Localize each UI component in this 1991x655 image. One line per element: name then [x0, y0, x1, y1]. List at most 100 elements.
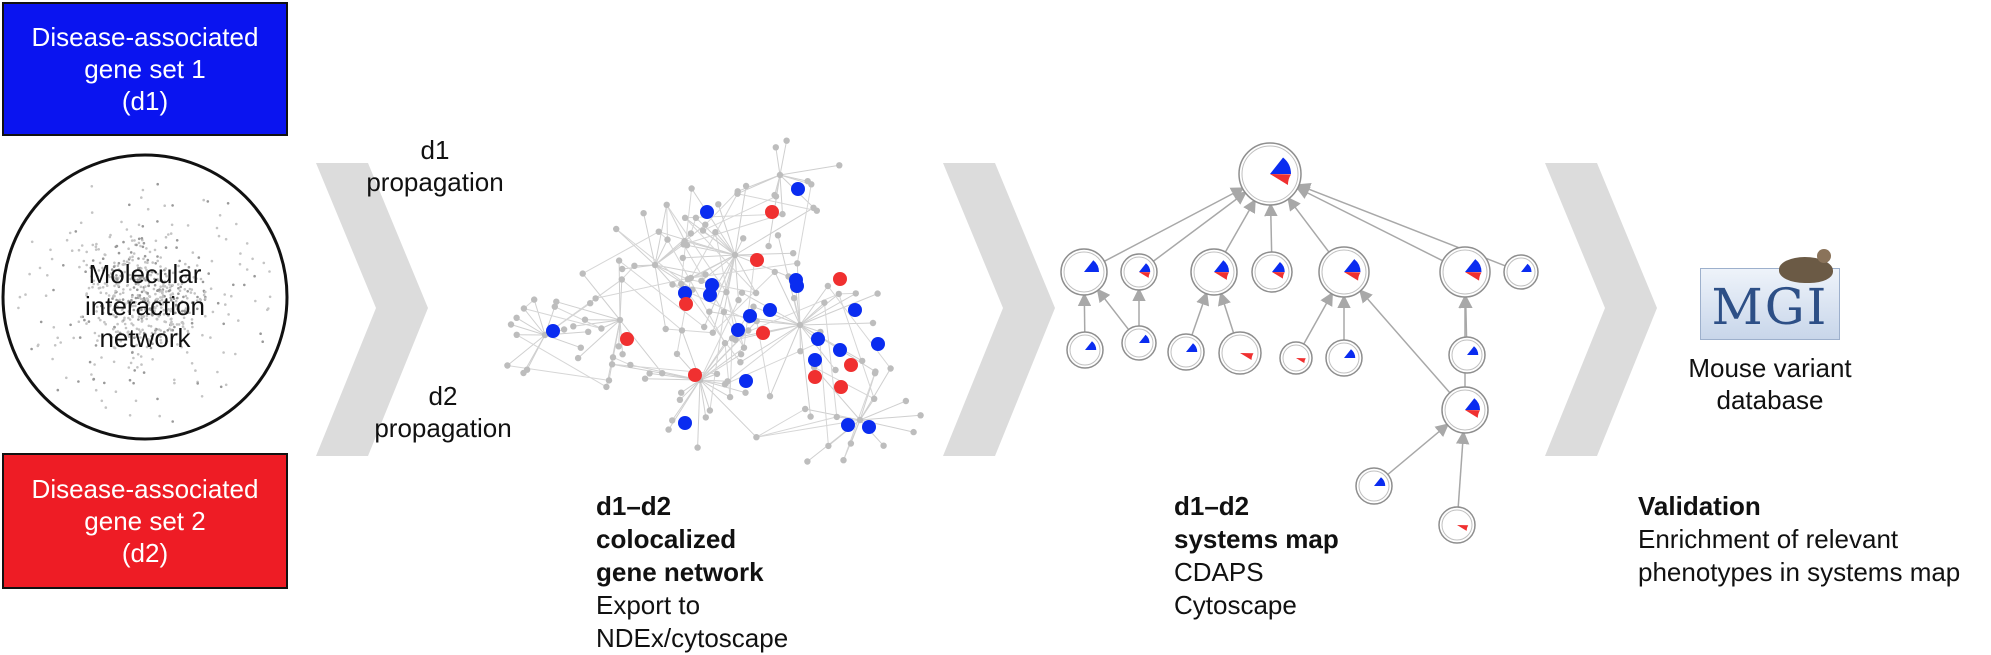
gene-node [682, 215, 688, 221]
network-dot [57, 389, 60, 392]
network-dot [142, 189, 145, 192]
gene-node [742, 390, 748, 396]
network-dot [136, 366, 139, 369]
gene-node [767, 393, 773, 399]
gene-node [702, 271, 708, 277]
network-dot [147, 208, 150, 211]
gene-node [732, 252, 738, 258]
gene-node [814, 208, 820, 214]
gene-node [735, 297, 741, 303]
systems-map-node [1219, 332, 1261, 374]
network-dot [51, 358, 54, 361]
gene-node [598, 325, 604, 331]
gene-edge [780, 165, 839, 175]
d2-gene-node [756, 326, 770, 340]
gene-edge [700, 343, 725, 380]
network-dot [216, 227, 219, 230]
network-dot [149, 251, 152, 254]
network-dot [151, 358, 154, 361]
gene-node [578, 345, 584, 351]
network-dot [128, 366, 131, 369]
gene-node [688, 185, 694, 191]
gene-node [743, 183, 749, 189]
network-dot [254, 300, 257, 303]
gene-edge [797, 184, 811, 263]
gene-node [513, 315, 519, 321]
network-dot [167, 233, 170, 236]
network-dot [130, 251, 133, 254]
network-dot [66, 239, 69, 242]
network-dot [156, 398, 159, 401]
validation-sub-2: phenotypes in systems map [1638, 556, 1988, 589]
systems-map-node [1061, 249, 1107, 295]
systems-map-node [1442, 387, 1488, 433]
d2-propagation-line2: propagation [353, 412, 533, 444]
network-dot [17, 307, 20, 310]
gene-edge [800, 325, 811, 417]
network-dot [170, 232, 173, 235]
gene-node [723, 289, 729, 295]
systems-map-node [1326, 340, 1362, 376]
network-dot [207, 200, 210, 203]
network-dot [131, 239, 134, 242]
network-dot [173, 382, 176, 385]
gene-node [887, 365, 893, 371]
gene-network-title-1: d1–d2 [596, 490, 856, 523]
network-dot [24, 293, 27, 296]
gene-node [821, 300, 827, 306]
gene-node [790, 250, 796, 256]
network-dot [163, 204, 166, 207]
network-dot [122, 241, 125, 244]
mouse-ear-icon [1817, 249, 1831, 263]
network-dot [145, 247, 148, 250]
gene-node [738, 351, 744, 357]
network-dot [115, 246, 118, 249]
d2-gene-node [808, 370, 822, 384]
d2-gene-node [679, 297, 693, 311]
network-dot [105, 406, 108, 409]
gene-edge [824, 303, 836, 417]
network-dot [143, 242, 146, 245]
d1-gene-node [808, 353, 822, 367]
gene-edge [713, 272, 775, 333]
network-dot [201, 395, 204, 398]
gene-node [570, 323, 576, 329]
gene-node [603, 384, 609, 390]
gene-node [592, 295, 598, 301]
gene-node [680, 241, 686, 247]
gene-node [772, 269, 778, 275]
d2-gene-node [750, 253, 764, 267]
gene-node [698, 278, 704, 284]
gene-node [848, 440, 854, 446]
network-dot [92, 378, 95, 381]
gene-node [664, 202, 670, 208]
network-dot [219, 214, 222, 217]
network-label-line1: Molecular [40, 258, 250, 290]
gene-node [910, 429, 916, 435]
gene-node [773, 144, 779, 150]
network-dot [77, 380, 80, 383]
gene-edge [780, 141, 787, 175]
gene-edge [776, 147, 780, 175]
gene-node [561, 326, 567, 332]
gene-node [707, 407, 713, 413]
network-dot [91, 185, 94, 188]
gene-edge [800, 323, 873, 325]
gene-node [616, 343, 622, 349]
network-dot [143, 371, 146, 374]
mouse-db-line2: database [1660, 384, 1880, 416]
gene-edge [680, 380, 700, 400]
gene-node [871, 396, 877, 402]
gene-node [508, 321, 514, 327]
systems-map-node [1319, 247, 1369, 297]
gene-node [722, 340, 728, 346]
gene-node [694, 444, 700, 450]
network-dot [126, 228, 129, 231]
network-dot [253, 275, 256, 278]
gene-edge [507, 335, 545, 366]
network-dot [130, 235, 133, 238]
network-dot [91, 211, 94, 214]
network-dot [138, 242, 141, 245]
gene-edge [800, 303, 824, 325]
systems-map-edge [1302, 293, 1332, 347]
